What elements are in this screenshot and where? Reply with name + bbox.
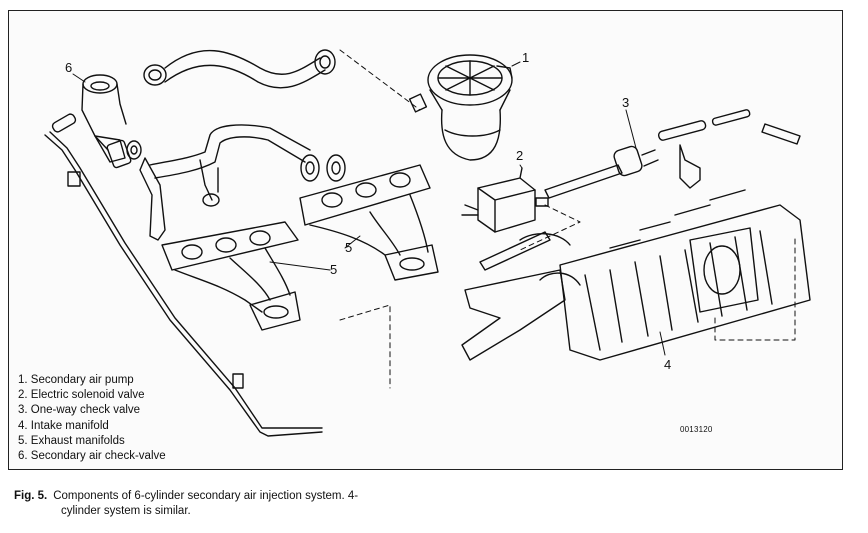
- caption-line-1: Components of 6-cylinder secondary air i…: [53, 490, 359, 502]
- callout-6: 6: [65, 60, 73, 75]
- callout-2: 2: [516, 148, 524, 163]
- exhaust-manifold-rear: [299, 164, 439, 281]
- check-valve-6: [81, 74, 142, 169]
- legend-item: 6. Secondary air check-valve: [18, 450, 166, 463]
- vacuum-line: [44, 113, 323, 437]
- hose-segment: [479, 231, 551, 271]
- callout-4: 4: [664, 357, 672, 372]
- air-pipe-branch: [139, 124, 346, 241]
- callout-3: 3: [622, 95, 630, 110]
- legend-item: 2. Electric solenoid valve: [18, 389, 145, 402]
- legend-item: 5. Exhaust manifolds: [18, 434, 125, 447]
- air-pipe-upper: [143, 49, 336, 89]
- solenoid-valve: [461, 167, 549, 233]
- exhaust-manifold-front: [161, 221, 301, 331]
- image-code: 0013120: [680, 425, 713, 434]
- callout-5b: 5: [345, 240, 353, 255]
- parts-legend: 1. Secondary air pump 2. Electric soleno…: [18, 373, 166, 464]
- assembly-leader-lines: [339, 49, 796, 389]
- caption-line-2: cylinder system is similar.: [61, 505, 191, 517]
- callout-leaders: [72, 61, 666, 356]
- legend-item: 1. Secondary air pump: [18, 374, 134, 386]
- intake-manifold: [461, 189, 811, 361]
- legend-item: 4. Intake manifold: [18, 419, 109, 432]
- figure-number: Fig. 5.: [14, 490, 48, 502]
- legend-item: 3. One-way check valve: [18, 404, 141, 417]
- one-way-check-valve: [544, 109, 801, 199]
- callout-5a: 5: [330, 262, 338, 277]
- callout-1: 1: [522, 50, 530, 65]
- figure-caption: Fig. 5. Components of 6-cylinder secondar…: [14, 489, 434, 519]
- secondary-air-pump: [408, 54, 513, 161]
